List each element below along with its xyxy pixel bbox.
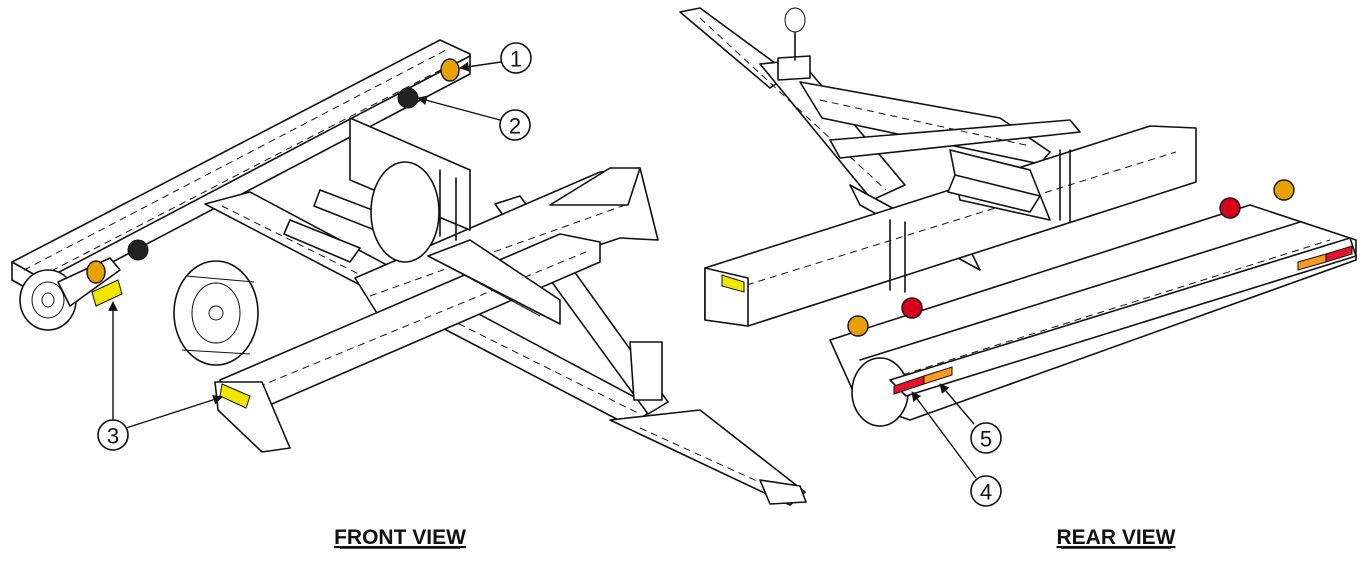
front-center-mechanism [283, 117, 471, 263]
front-transport-wheel [173, 260, 259, 366]
front-amber-light-top [440, 58, 460, 82]
front-lights [86, 58, 460, 409]
rear-tongue [679, 7, 906, 201]
svg-text:2: 2 [509, 114, 521, 139]
front-yellow-reflector-bottom [219, 383, 251, 409]
svg-text:1: 1 [510, 47, 522, 72]
svg-text:3: 3 [107, 424, 119, 449]
front-view-drawing [11, 39, 807, 506]
callout-3: 3 [97, 301, 223, 451]
front-amber-light-left [86, 260, 106, 284]
front-view-title: FRONT VIEW [334, 526, 466, 549]
front-hitch-brace [427, 239, 561, 325]
callout-2: 2 [417, 95, 531, 141]
callout-5: 5 [939, 383, 1002, 454]
rear-lights [721, 179, 1353, 395]
rear-orange-reflector-left [923, 366, 953, 385]
rear-amber-light-left [847, 315, 869, 337]
rear-amber-light-right [1273, 179, 1295, 201]
rear-view-drawing [679, 7, 1357, 427]
rear-view-title: REAR VIEW [1056, 526, 1175, 549]
rear-red-light-right [1219, 197, 1241, 219]
callout-4: 4 [911, 391, 1002, 507]
rear-center-mechanism [889, 149, 1071, 293]
svg-text:4: 4 [980, 480, 992, 505]
front-black-light-top [397, 87, 419, 109]
svg-text:5: 5 [980, 427, 992, 452]
front-yellow-reflector-left [91, 279, 123, 307]
rear-red-light-left [901, 297, 923, 319]
callout-1: 1 [459, 42, 532, 74]
front-black-light-left [127, 239, 149, 261]
rear-yellow-reflector [721, 274, 745, 293]
rear-red-reflector-right [1325, 245, 1353, 263]
